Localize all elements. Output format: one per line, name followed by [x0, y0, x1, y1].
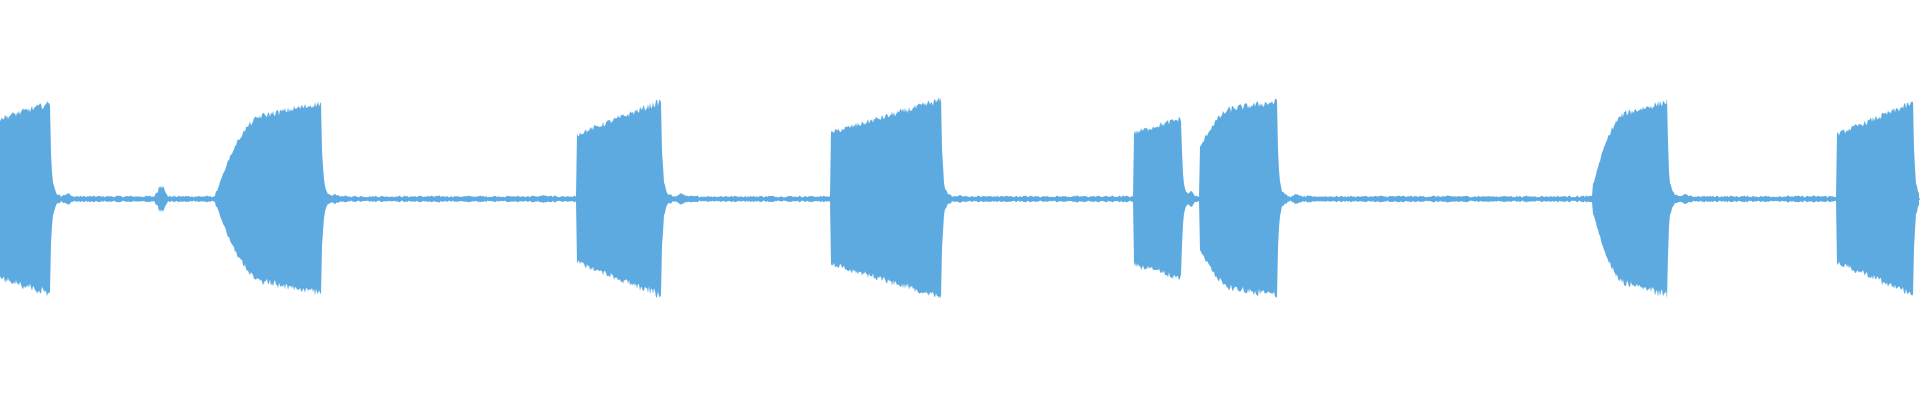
- waveform-envelope: [0, 96, 1919, 299]
- waveform-trace: [0, 96, 1920, 299]
